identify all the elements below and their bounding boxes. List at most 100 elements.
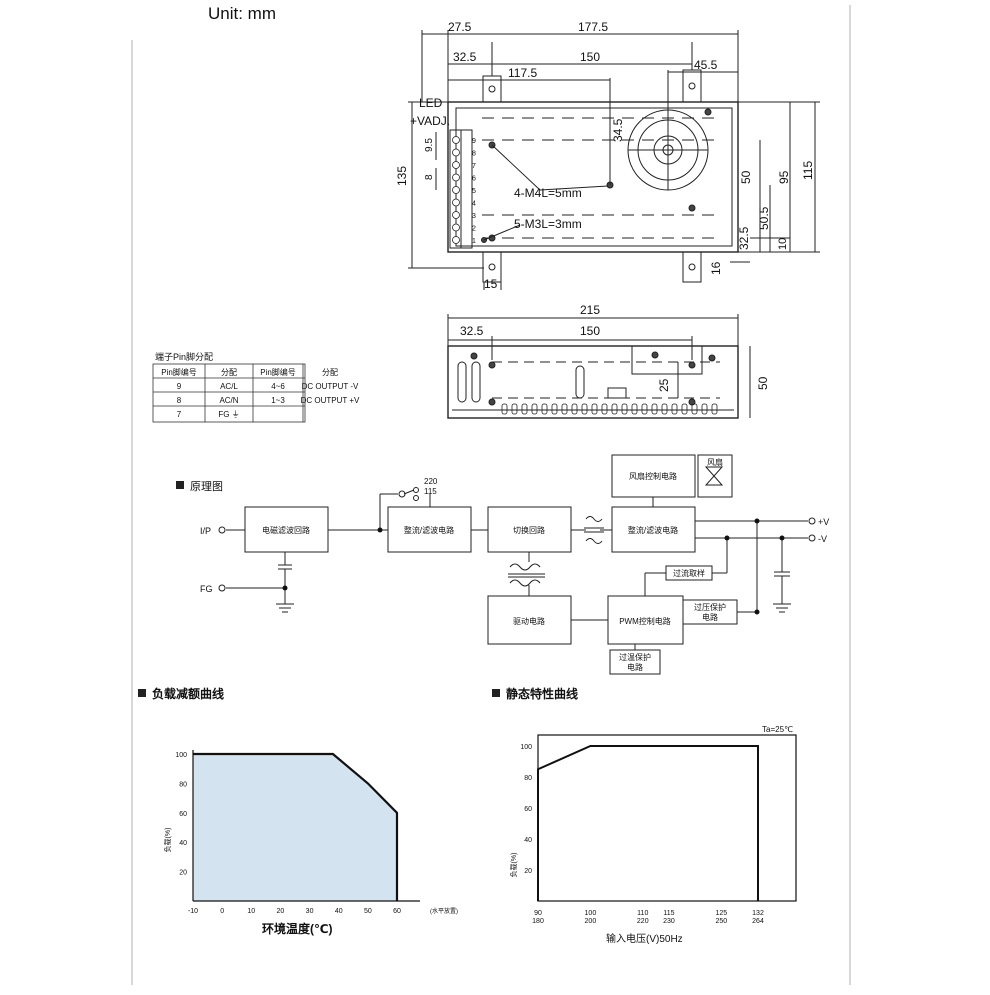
terminal-screw — [452, 148, 460, 157]
output-neg-label: -V — [818, 534, 827, 544]
vent-slot — [601, 403, 608, 415]
x-tick-label: -10 — [188, 908, 198, 915]
block-diagram — [218, 454, 816, 675]
vent-slot — [521, 403, 528, 415]
vent-slot — [501, 403, 508, 415]
terminal-number: 6 — [472, 176, 476, 183]
y-tick-label: 40 — [524, 837, 532, 844]
unit-label: Unit: mm — [208, 4, 276, 23]
x-tick-label-alt: 200 — [585, 918, 597, 925]
pin-table-cell: 4~6 — [271, 382, 285, 391]
y-tick-label: 40 — [179, 840, 187, 847]
derating-line — [193, 752, 399, 901]
x-tick-label: 20 — [277, 908, 285, 915]
fan-control-block: 风扇控制电路 — [629, 471, 677, 481]
pin-table — [152, 363, 306, 423]
screw-m4-label: 4-M4L=5mm — [514, 186, 582, 200]
output-rectifier-block: 整流/滤波电路 — [628, 525, 678, 535]
static-chart: 2040608010090180100200110220115230125250… — [509, 725, 797, 945]
pin-table-cell: 7 — [177, 410, 182, 419]
pin-table-header: 分配 — [322, 368, 338, 377]
section-marker — [176, 481, 184, 489]
dim-10: 10 — [777, 238, 789, 250]
input-rectifier-block: 整流/滤波电路 — [404, 525, 454, 535]
x-tick-label: 100 — [585, 910, 597, 917]
derating-marker — [138, 689, 146, 697]
y-tick-label: 60 — [179, 811, 187, 818]
emi-filter-block: 电磁滤波回路 — [262, 525, 310, 535]
otp-line-2: 电路 — [627, 662, 643, 672]
temperature-annotation: Ta=25℃ — [762, 725, 793, 734]
x-tick-label-alt: 250 — [715, 918, 727, 925]
vent-slot — [571, 403, 578, 415]
side-dim-32-5: 32.5 — [460, 324, 484, 338]
vent-slot — [531, 403, 538, 415]
terminal-screw — [452, 198, 460, 207]
terminal-screw — [452, 136, 460, 144]
pin-table-cell: 8 — [177, 396, 182, 405]
side-vents — [501, 403, 718, 415]
pin-table-cell: DC OUTPUT +V — [301, 396, 360, 405]
terminal-screw — [452, 211, 460, 219]
terminal-number: 5 — [472, 188, 476, 195]
side-dim-150: 150 — [580, 324, 600, 338]
vent-slot — [621, 403, 628, 415]
vent-slot — [511, 403, 518, 415]
vent-slot — [651, 403, 658, 415]
side-dim-25: 25 — [657, 378, 671, 392]
dim-16: 16 — [709, 261, 723, 275]
vent-slot — [671, 403, 678, 415]
terminal-screw — [452, 236, 460, 244]
dim-32-5-right: 32.5 — [737, 226, 751, 250]
dim-32-5: 32.5 — [453, 50, 477, 64]
vent-slot — [561, 403, 568, 415]
dim-9-5: 9.5 — [424, 138, 435, 152]
x-tick-label: 115 — [663, 910, 674, 917]
x-tick-label: 10 — [247, 908, 255, 915]
terminal-number: 2 — [472, 226, 476, 233]
dim-15: 15 — [484, 277, 498, 291]
vent-slot — [691, 403, 698, 415]
vent-slot — [641, 403, 648, 415]
pin-table-cell: 9 — [177, 382, 182, 391]
x-tick-label-alt: 180 — [532, 918, 544, 925]
terminal-screw — [452, 186, 460, 194]
pin-table-header: Pin脚编号 — [260, 367, 296, 377]
x-tick-label: 60 — [393, 908, 401, 915]
pin-table-cell: AC/N — [219, 396, 238, 405]
y-tick-label: 80 — [179, 781, 187, 788]
screw-m3-label: 5-M3L=3mm — [514, 217, 582, 231]
dim-117-5: 117.5 — [508, 66, 537, 80]
static-marker — [492, 689, 500, 697]
switching-block: 切换回路 — [513, 525, 545, 535]
vent-slot — [551, 403, 558, 415]
static-line — [537, 745, 759, 901]
terminal-number: 4 — [472, 201, 476, 208]
y-tick-label: 80 — [524, 775, 532, 782]
vent-slot — [681, 403, 688, 415]
output-pos-label: +V — [818, 517, 829, 527]
junction-dots — [282, 518, 785, 615]
side-dim-50: 50 — [756, 376, 770, 390]
dim-50-5: 50.5 — [757, 206, 771, 230]
switch-115-label: 115 — [424, 487, 437, 496]
pin-table-cell: AC/L — [220, 382, 238, 391]
x-tick-label: 132 — [752, 910, 764, 917]
terminal-number: 9 — [472, 138, 476, 145]
y-tick-label: 20 — [524, 868, 532, 875]
x-tick-label: 40 — [335, 908, 343, 915]
ovp-line-2: 电路 — [702, 612, 718, 622]
vent-slot — [581, 403, 588, 415]
input-label: I/P — [200, 526, 211, 536]
terminal-number: 1 — [472, 238, 476, 245]
dim-115: 115 — [801, 161, 815, 180]
dim-45-5: 45.5 — [694, 58, 718, 72]
x-tick-label: 50 — [364, 908, 372, 915]
switch-220-label: 220 — [424, 477, 438, 486]
pin-table-header: Pin脚编号 — [161, 367, 197, 377]
ovp-line-1: 过压保护 — [694, 602, 726, 612]
block-diagram-title: 原理图 — [190, 480, 223, 493]
